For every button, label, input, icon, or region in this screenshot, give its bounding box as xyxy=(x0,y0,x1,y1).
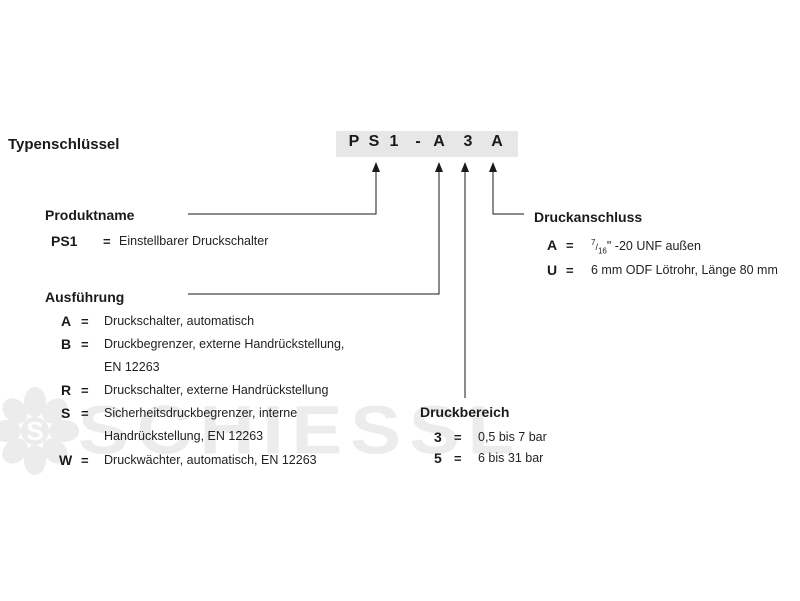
druckanschluss-desc-a-text: " -20 UNF außen xyxy=(606,239,701,254)
ausfuehrung-key-w: W xyxy=(59,452,73,468)
ausfuehrung-key-a: A xyxy=(61,313,72,329)
connector-ausfuehrung xyxy=(188,170,440,295)
ausfuehrung-eq-s: = xyxy=(81,406,89,421)
arrowhead-produktname xyxy=(372,162,380,172)
druckbereich-eq-5: = xyxy=(454,451,462,466)
ausfuehrung-eq-r: = xyxy=(81,383,89,398)
druckanschluss-eq-a: = xyxy=(566,238,574,253)
druckanschluss-desc-u: 6 mm ODF Lötrohr, Länge 80 mm xyxy=(591,263,778,277)
druckanschluss-key-a: A xyxy=(547,237,558,253)
heading-druckanschluss: Druckanschluss xyxy=(534,209,643,225)
code-char-s: S xyxy=(368,133,380,150)
druckbereich-desc-3: 0,5 bis 7 bar xyxy=(478,430,547,444)
produktname-key: PS1 xyxy=(51,233,78,249)
druckbereich-key-5: 5 xyxy=(434,450,442,466)
ausfuehrung-eq-b: = xyxy=(81,337,89,352)
druckanschluss-desc-a: 7/16" -20 UNF außen xyxy=(591,238,701,256)
produktname-desc: Einstellbarer Druckschalter xyxy=(119,234,269,248)
ausfuehrung-eq-w: = xyxy=(81,453,89,468)
arrowhead-druckanschluss xyxy=(489,162,497,172)
connector-produktname xyxy=(188,170,377,215)
code-char-ausfuehrung: A xyxy=(433,133,445,150)
heading-ausfuehrung: Ausführung xyxy=(45,289,125,305)
code-char-druckbereich: 3 xyxy=(463,133,473,150)
watermark-logo-icon: S xyxy=(0,386,80,481)
arrowhead-ausfuehrung xyxy=(435,162,443,172)
svg-text:S: S xyxy=(26,416,43,446)
ausfuehrung-eq-a: = xyxy=(81,314,89,329)
heading-produktname: Produktname xyxy=(45,207,135,223)
ausfuehrung-desc-b: Druckbegrenzer, externe Handrückstellung… xyxy=(104,337,345,351)
druckbereich-eq-3: = xyxy=(454,430,462,445)
watermark-text: SCHIESSL xyxy=(78,392,523,469)
ausfuehrung-desc-r: Druckschalter, externe Handrückstellung xyxy=(104,383,329,397)
ausfuehrung-desc-s-line2: Handrückstellung, EN 12263 xyxy=(104,429,264,443)
code-char-dash: - xyxy=(415,133,421,150)
code-char-1: 1 xyxy=(389,133,399,150)
arrowhead-druckbereich xyxy=(461,162,469,172)
ausfuehrung-desc-b-line2: EN 12263 xyxy=(104,360,160,374)
druckanschluss-eq-u: = xyxy=(566,263,574,278)
code-char-p: P xyxy=(348,133,360,150)
druckbereich-desc-5: 6 bis 31 bar xyxy=(478,451,544,465)
druckanschluss-key-u: U xyxy=(547,262,558,278)
ausfuehrung-key-b: B xyxy=(61,336,72,352)
produktname-eq: = xyxy=(103,234,111,249)
fraction-denominator: 16 xyxy=(597,246,607,256)
ausfuehrung-desc-s: Sicherheitsdruckbegrenzer, interne xyxy=(104,406,298,420)
druckbereich-key-3: 3 xyxy=(434,429,442,445)
ausfuehrung-key-s: S xyxy=(61,405,71,421)
ausfuehrung-desc-w: Druckwächter, automatisch, EN 12263 xyxy=(104,453,317,467)
connector-druckanschluss xyxy=(492,170,524,215)
code-char-druckanschluss: A xyxy=(491,133,503,150)
ausfuehrung-desc-a: Druckschalter, automatisch xyxy=(104,314,255,328)
fraction-numerator: 7 xyxy=(591,238,596,247)
type-code-box xyxy=(336,131,518,157)
page-title: Typenschlüssel xyxy=(8,136,120,153)
ausfuehrung-key-r: R xyxy=(61,382,72,398)
heading-druckbereich: Druckbereich xyxy=(420,404,510,420)
